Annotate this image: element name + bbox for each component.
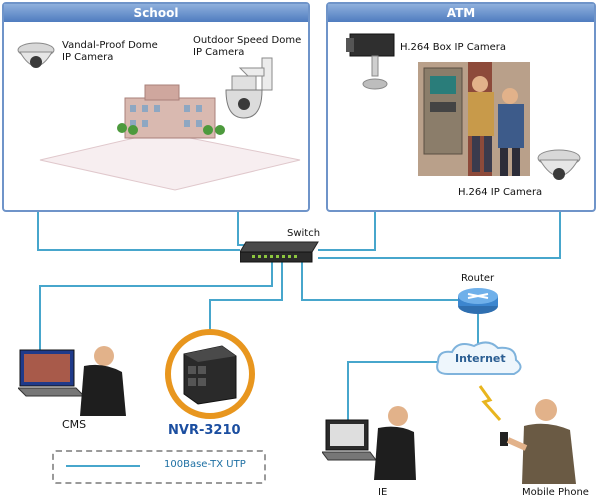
- wireless-signal-icon: [478, 385, 502, 421]
- cms-workstation-icon: [18, 346, 126, 416]
- link-ip-camera: [318, 190, 561, 259]
- vandal-dome-label-line1: Vandal-Proof Dome: [62, 40, 158, 51]
- speed-dome-label-line2: IP Camera: [193, 47, 245, 58]
- box-camera-label: H.264 Box IP Camera: [400, 42, 506, 53]
- cms-label: CMS: [62, 418, 87, 431]
- ip-camera-label: H.264 IP Camera: [458, 187, 543, 198]
- internet-label: Internet: [455, 352, 506, 365]
- dome-camera-icon: [17, 42, 55, 68]
- vandal-dome-label-line2: IP Camera: [62, 52, 114, 63]
- switch-icon: [240, 241, 319, 263]
- link-router: [301, 262, 476, 301]
- nvr-label: NVR-3210: [168, 423, 241, 438]
- ie-label: IE: [378, 487, 388, 498]
- legend-label: 100Base-TX UTP: [164, 459, 246, 470]
- speed-dome-camera-icon: [225, 57, 273, 119]
- switch-label: Switch: [287, 228, 321, 239]
- ip-dome-camera-icon: [537, 149, 581, 180]
- router-label: Router: [461, 273, 495, 284]
- internet-cloud-icon: [436, 341, 522, 375]
- speed-dome-label-line1: Outdoor Speed Dome: [193, 35, 302, 46]
- nvr-device-icon: [165, 329, 255, 419]
- link-nvr: [209, 262, 283, 330]
- box-camera-icon: [346, 33, 395, 90]
- school-zone-title: School: [4, 4, 308, 22]
- atm-scene-illustration: [418, 62, 530, 176]
- router-icon: [458, 288, 498, 314]
- link-ie: [347, 361, 445, 430]
- ie-workstation-icon: [322, 406, 416, 480]
- legend-box: 100Base-TX UTP: [52, 450, 266, 484]
- legend-line-swatch: [66, 465, 140, 467]
- atm-zone-title: ATM: [328, 4, 594, 22]
- mobile-phone-user-icon: [500, 399, 576, 484]
- mobile-phone-label: Mobile Phone: [522, 487, 589, 498]
- link-cms: [39, 262, 273, 360]
